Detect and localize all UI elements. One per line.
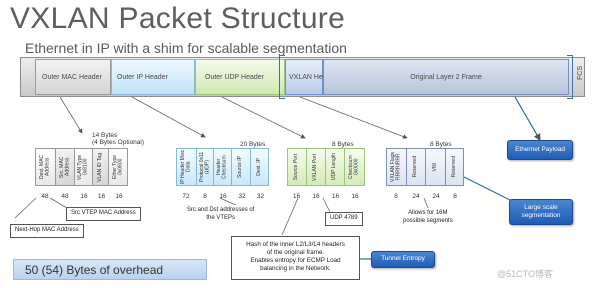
mac-size-label: 16 xyxy=(97,193,106,200)
vtep-ip-note-line: the VTEPs xyxy=(206,214,236,221)
overhead-banner: 50 (54) Bytes of overhead xyxy=(13,259,207,280)
vxlan-size-label: 8 xyxy=(394,193,398,200)
vxlan-reserved-field: Reserved xyxy=(445,149,464,185)
source-ip-field: Source IP xyxy=(231,149,252,185)
source-port-field: Source Port xyxy=(288,149,307,185)
udp-port-connector xyxy=(322,197,331,213)
ip-misc-field: IP Header Misc Data xyxy=(177,149,197,185)
vxlan-port-field: VXLAN Port xyxy=(306,149,327,185)
hash-note-line: balancing in the Network. xyxy=(260,264,331,272)
hash-note: Hash of the inner L2/L3/L4 headers of th… xyxy=(231,236,360,280)
payload-bracket-right xyxy=(567,55,573,99)
src-mac-field: Src. MAC Address xyxy=(55,149,76,185)
segments-note-line: Allows for 16M xyxy=(408,210,448,216)
vxlan-fields-group: VXLAN Flags RRRRIRRR Reserved VNI Reserv… xyxy=(386,148,464,186)
ip-protocol-field: Protocol 0x11 (UDP) xyxy=(196,149,215,185)
udp-size-label: 16 xyxy=(312,193,320,200)
ip-size-label: 72 xyxy=(182,193,190,200)
mac-size-label: 48 xyxy=(41,193,49,200)
vxlan-size-label: 24 xyxy=(412,193,420,200)
vni-field: VNI xyxy=(426,149,446,185)
watermark: @51CTO博客 xyxy=(497,269,553,279)
next-hop-connector xyxy=(14,197,37,219)
page-subtitle: Ethernet in IP with a shim for scalable … xyxy=(25,40,347,56)
vtep-ip-note-line: Src and Dst addresses of xyxy=(187,207,255,213)
tunnel-entropy-callout: Tunnel Entropy xyxy=(371,251,435,268)
ip-fields-group: IP Header Misc Data Protocol 0x11 (UDP) … xyxy=(176,148,269,186)
large-scale-callout-line: segmentation xyxy=(521,212,561,219)
ethernet-payload-callout: Ethernet Payload xyxy=(507,140,573,160)
mac-bytes-optional-label: (4 Bytes Optional) xyxy=(92,139,145,146)
ip-bytes-label: 20 Bytes xyxy=(240,141,266,148)
vxlan-header-segment: VXLAN Header xyxy=(285,59,337,95)
ip-checksum-field: Header Checksum xyxy=(214,149,232,185)
outer-udp-header-segment: Outer UDP Header xyxy=(195,59,285,95)
payload-callout-connector xyxy=(514,96,541,142)
packet-bar: Outer MAC Header Outer IP Header Outer U… xyxy=(20,55,585,99)
ip-connector xyxy=(131,96,206,138)
fcs-segment: FCS xyxy=(577,66,584,80)
ip-size-label: 16 xyxy=(219,193,227,200)
udp-fields-group: Source Port VXLAN Port UDP Length Checks… xyxy=(287,148,365,186)
hash-connector xyxy=(281,197,299,236)
large-scale-callout-line: Large scale xyxy=(524,203,558,211)
vxlan-connector xyxy=(299,96,408,139)
dest-mac-field: Dest. MAC Address xyxy=(36,149,56,185)
hash-note-line: Hash of the inner L2/L3/L4 headers xyxy=(246,241,345,248)
vlan-type-field: VLAN Type 0x8100 xyxy=(75,149,93,185)
udp-length-field: UDP Length xyxy=(326,149,345,185)
vlan-id-field: VLAN ID Tag xyxy=(92,149,110,185)
mac-size-label: 16 xyxy=(80,193,88,200)
udp-checksum-field: Checksum 0x0000 xyxy=(344,149,364,185)
mac-bytes-label: 14 Bytes xyxy=(92,132,118,139)
mac-size-label: 48 xyxy=(61,193,69,200)
segments-note: Allows for 16M possible segments xyxy=(399,208,457,227)
large-scale-segmentation-callout: Large scale segmentation xyxy=(509,199,573,225)
ip-size-label: 32 xyxy=(238,193,246,200)
dest-ip-field: Dest. IP xyxy=(251,149,269,185)
udp-bytes-label: 8 Bytes xyxy=(332,141,354,148)
segments-note-line: possible segments xyxy=(403,217,453,224)
udp-connector xyxy=(221,96,306,139)
udp-size-label: 16 xyxy=(331,193,340,200)
udp-size-label: 16 xyxy=(292,193,301,200)
mac-size-label: 16 xyxy=(115,193,123,200)
src-vtep-note: Src VTEP MAC Address xyxy=(66,207,141,221)
vtep-ip-note: Src and Dst addresses of the VTEPs xyxy=(183,205,259,224)
vxlan-reserved-field: Reserved xyxy=(406,149,426,185)
page-title: VXLAN Packet Structure xyxy=(10,2,346,35)
hash-note-line: of the original frame. xyxy=(266,248,325,256)
ip-size-label: 8 xyxy=(203,193,207,200)
vxlan-size-label: 8 xyxy=(453,193,457,200)
vxlan-size-label: 24 xyxy=(432,193,440,200)
vxlan-flags-field: VXLAN Flags RRRRIRRR xyxy=(387,149,407,185)
outer-ip-header-segment: Outer IP Header xyxy=(111,59,195,95)
ip-size-label: 32 xyxy=(256,193,265,200)
payload-bracket-left xyxy=(279,55,285,99)
mac-connector xyxy=(59,96,83,134)
next-hop-note: Next-Hop MAC Address xyxy=(10,224,84,238)
vxlan-bytes-label: 8 Bytes xyxy=(430,141,452,148)
original-frame-segment: Original Layer 2 Frame xyxy=(323,59,569,95)
ether-type-field: Ether Type 0x0800 xyxy=(109,149,128,185)
udp-size-label: 16 xyxy=(351,193,359,200)
udp-port-note: UDP 4789 xyxy=(325,212,363,226)
outer-mac-header-segment: Outer MAC Header xyxy=(35,59,111,95)
mac-fields-group: Dest. MAC Address Src. MAC Address VLAN … xyxy=(35,148,128,186)
hash-note-line: Enables entropy for ECMP Load xyxy=(250,256,341,264)
